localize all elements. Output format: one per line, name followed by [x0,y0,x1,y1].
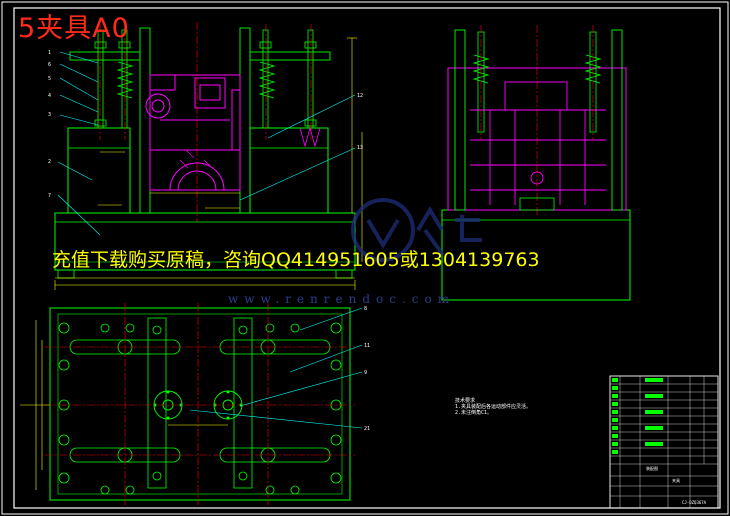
sheet-inner-border [13,7,721,509]
svg-text:2: 2 [48,159,51,165]
technical-notes: 技术要求 1.夹具装配后各运动部件应灵活。 2.未注倒角C1。 [455,398,531,416]
watermark-logo [351,198,482,262]
title-block-name: 夹具 [672,477,680,483]
svg-text:1: 1 [48,50,51,56]
svg-text:4: 4 [48,93,51,99]
drawing-title: 5夹具A0 [18,13,130,44]
svg-text:7: 7 [48,193,51,199]
svg-text:11: 11 [364,343,370,349]
svg-text:12: 12 [357,93,363,99]
technical-note-line: 1.夹具装配后各运动部件应灵活。 [455,404,532,410]
svg-text:6: 6 [48,62,51,68]
svg-text:5: 5 [48,76,51,82]
download-banner: 充值下载购买原稿，咨询QQ414951605或1304139763 [52,249,540,271]
svg-text:13: 13 [357,145,363,151]
svg-text:3: 3 [48,112,51,118]
front-view: 1 6 5 4 3 2 7 12 13 [48,22,363,290]
side-view [441,25,631,301]
top-view: 8 11 9 21 [20,303,370,505]
technical-note-line: 2.未注倒角C1。 [455,410,493,416]
svg-text:8: 8 [364,306,367,312]
title-block-drawing-number: CJ-DZQ367A [682,500,707,505]
technical-notes-heading: 技术要求 [455,398,476,404]
svg-text:21: 21 [364,426,370,432]
svg-text:9: 9 [364,370,367,376]
title-block-material: 装配图 [646,465,658,471]
title-block [609,375,719,509]
watermark-url: www.renrendoc.com [228,292,456,306]
